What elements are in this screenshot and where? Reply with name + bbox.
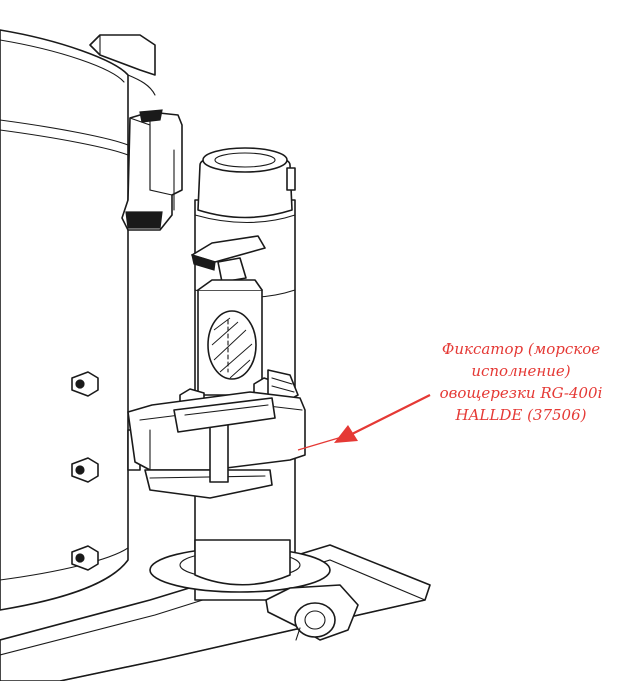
mounting-bracket (127, 391, 306, 499)
callout-line-1: Фиксатор (морское (441, 340, 601, 358)
bowl-bolt-top (71, 371, 99, 397)
plunger-body (197, 279, 263, 396)
callout-line-4: HALLDE (37506) (455, 406, 587, 424)
callout-line-2: исполнение) (471, 362, 571, 380)
column-cap (197, 147, 296, 219)
latch-arm (121, 109, 183, 231)
t-handle (191, 235, 266, 283)
callout-label: Фиксатор (морское исполнение) овощерезки… (416, 338, 626, 426)
column-foot (149, 539, 331, 593)
hinge-block (89, 34, 156, 76)
bowl-bolt-middle (71, 457, 99, 483)
callout-line-3: овощерезки RG-400i (439, 384, 603, 402)
hinge-barrel (265, 584, 359, 641)
pointer-arrow (297, 394, 431, 451)
bowl-bolt-bottom (71, 545, 99, 571)
